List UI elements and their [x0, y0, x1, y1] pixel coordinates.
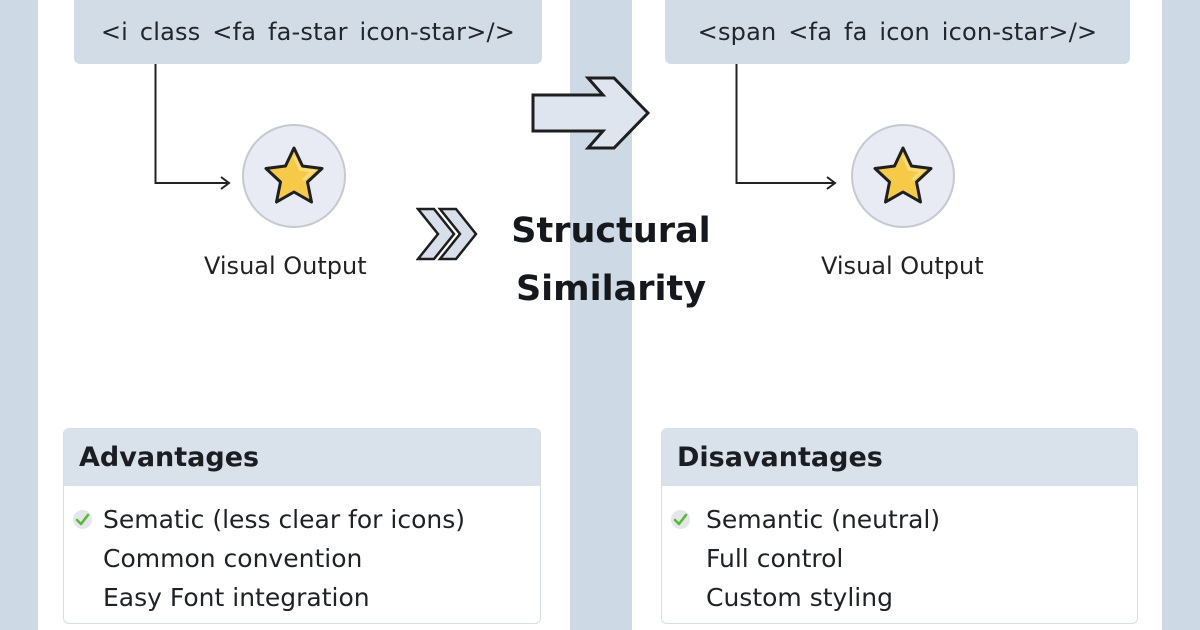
- advantages-title: Advantages: [64, 429, 540, 486]
- icon-preview: [242, 124, 346, 228]
- left-panel: <i class <fa fa-star icon-star>/> Visual…: [38, 0, 570, 630]
- connector-arrow: [735, 64, 840, 190]
- list-item: Sematic (less clear for icons): [64, 500, 540, 539]
- visual-output-label: Visual Output: [821, 252, 984, 280]
- double-chevron-right-icon: [415, 207, 484, 265]
- star-icon: [873, 146, 933, 204]
- check-icon: [671, 510, 690, 529]
- list-item: Common convention: [103, 544, 363, 573]
- advantages-box: Advantages Sematic (less clear for icons…: [63, 428, 541, 624]
- structural-similarity-title: Structural Similarity: [511, 211, 711, 309]
- disadvantages-list: Semantic (neutral) Full control Custom s…: [662, 486, 1137, 617]
- star-icon: [264, 146, 324, 204]
- list-item: Full control: [706, 544, 844, 573]
- list-item: Easy Font integration: [103, 583, 370, 612]
- disadvantages-title: Disavantages: [662, 429, 1137, 486]
- disadvantages-box: Disavantages Semantic (neutral) Full con…: [661, 428, 1138, 624]
- right-panel: <span <fa fa icon icon-star>/> Visual Ou…: [632, 0, 1162, 630]
- list-item: Semantic (neutral): [662, 500, 1137, 539]
- icon-preview: [851, 124, 955, 228]
- advantages-list: Sematic (less clear for icons) Common co…: [64, 486, 540, 617]
- right-arrow-icon: [530, 75, 652, 155]
- visual-output-label: Visual Output: [204, 252, 367, 280]
- code-snippet-box: <span <fa fa icon icon-star>/>: [665, 0, 1130, 64]
- list-item: Custom styling: [706, 583, 893, 612]
- code-snippet: <span <fa fa icon icon-star>/>: [697, 18, 1098, 46]
- code-snippet: <i class <fa fa-star icon-star>/>: [100, 18, 516, 46]
- code-snippet-box: <i class <fa fa-star icon-star>/>: [74, 0, 542, 64]
- connector-arrow: [154, 64, 234, 190]
- check-icon: [73, 510, 92, 529]
